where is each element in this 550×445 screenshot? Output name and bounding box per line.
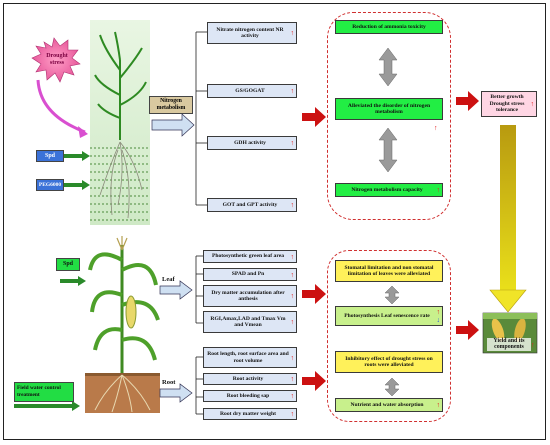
- leaf-label: Leaf: [162, 276, 175, 283]
- double-arrow-bottom-2: [384, 377, 400, 397]
- leaf-box-dry-matter: Dry matter accumulation after anthesis↑: [203, 285, 297, 307]
- root-label: Root: [162, 379, 176, 386]
- top-dashed-region: [327, 12, 451, 220]
- top-box-gdh: GDH activity↑: [207, 136, 297, 150]
- increase-arrow-icon: ↑: [290, 200, 295, 209]
- decrease-arrow-icon: ↓: [436, 315, 441, 324]
- top-box-got-gpt: GOT and GPT activity↑: [207, 198, 297, 212]
- spd-top: Spd: [36, 150, 64, 162]
- nitrogen-metabolism-box: Nitrogen metabolism: [149, 96, 193, 114]
- drought-burst-shape: [31, 37, 81, 83]
- increase-arrow-icon: ↑: [290, 291, 295, 300]
- increase-arrow-icon: ↑: [436, 185, 441, 194]
- yellow-arrow-head: [489, 289, 527, 313]
- increase-arrow-icon: ↑: [290, 28, 295, 37]
- bottom-brackets: [195, 255, 203, 415]
- open-arrow-nitrogen: [151, 113, 195, 137]
- red-arrow-leaf: [302, 284, 326, 304]
- increase-arrow-icon: ↑: [290, 374, 295, 383]
- increase-arrow-icon: ↑: [290, 353, 295, 362]
- yield-label: Yield and its components: [487, 338, 531, 351]
- mid-box-photosynthesis: Photosynthesis Leaf senescence rate↑↓: [335, 306, 443, 326]
- better-growth-box: Better growth Drought stress tolerance↑: [481, 91, 537, 117]
- root-box-dry-weight: Root dry matter weight↑: [203, 408, 297, 420]
- leaf-box-green-area: Photosynthetic green leaf area↑: [203, 250, 297, 263]
- double-arrow-top-2: [378, 127, 398, 173]
- root-box-length: Root length, root surface area and root …: [203, 347, 297, 368]
- mid-box-nutrient: Nutrient and water absorption↑: [335, 398, 443, 412]
- top-bracket: [195, 31, 207, 206]
- corn-roots: [94, 374, 151, 413]
- increase-arrow-icon: ↑: [290, 86, 295, 95]
- increase-arrow-icon: ↑: [530, 99, 535, 108]
- corn-plant-illustration: [88, 236, 160, 373]
- increase-arrow-icon: ↑: [290, 409, 295, 418]
- mid-box-inhibitory: Inhibitory effect of drought stress on r…: [335, 351, 443, 373]
- drought-arrow-head: [78, 126, 88, 138]
- soil-lines: [90, 147, 150, 221]
- red-up-marker: ↑: [434, 124, 438, 132]
- yellow-arrow-shaft: [500, 125, 516, 290]
- red-arrow-bottom: [456, 320, 479, 340]
- root-box-activity: Root activity↑: [203, 373, 297, 385]
- increase-arrow-icon: ↑: [290, 317, 295, 326]
- bottom-dashed-region: [327, 250, 451, 422]
- increase-arrow-icon: ↑: [290, 138, 295, 147]
- soil-block: [85, 373, 160, 413]
- increase-arrow-icon: ↑: [290, 270, 295, 279]
- green-box-ammonia: Reduction of ammonia toxicity: [335, 20, 443, 34]
- increase-arrow-icon: ↑: [436, 308, 441, 317]
- drought-stress-label: Drought stress: [46, 53, 68, 66]
- peg6000-control: PEG6000: [36, 179, 64, 191]
- outer-frame: [3, 3, 546, 440]
- double-arrow-top-1: [378, 47, 398, 87]
- red-arrow-top-1: [302, 107, 326, 127]
- red-arrow-top-2: [456, 91, 479, 111]
- top-box-gs-gogat: GS/GOGAT↑: [207, 84, 297, 98]
- leaf-box-rgi: RGI,Amax,LAD and Tmax Vm and Vmean↑: [203, 311, 297, 333]
- root-box-bleeding: Root bleeding sap↑: [203, 390, 297, 402]
- double-arrow-bottom-1: [384, 285, 400, 305]
- drought-arrow: [36, 79, 86, 134]
- leaf-box-spad: SPAD and Pn↑: [203, 268, 297, 281]
- increase-arrow-icon: ↑: [531, 341, 535, 349]
- red-arrow-root: [302, 371, 326, 391]
- spd-bottom: Spd: [56, 258, 80, 271]
- top-box-nitrate: Nitrate nitrogen content NR activity↑: [207, 22, 297, 44]
- increase-arrow-icon: ↑: [436, 400, 441, 409]
- mid-box-stomatal: Stomatal limitation and non stomatal lim…: [335, 260, 443, 282]
- seedling-roots: [99, 141, 143, 219]
- open-arrow-root: [159, 383, 193, 403]
- increase-arrow-icon: ↑: [290, 391, 295, 400]
- green-box-nitrogen-disorder: Alleviated the disorder of nitrogen meta…: [335, 98, 443, 120]
- seedling-illustration: [94, 31, 147, 140]
- field-water-control: Field water control treatment: [14, 382, 74, 402]
- open-arrow-leaf: [159, 280, 193, 300]
- increase-arrow-icon: ↑: [290, 252, 295, 261]
- green-box-nitrogen-capacity: Nitrogen metabolism capacity↑: [335, 183, 443, 197]
